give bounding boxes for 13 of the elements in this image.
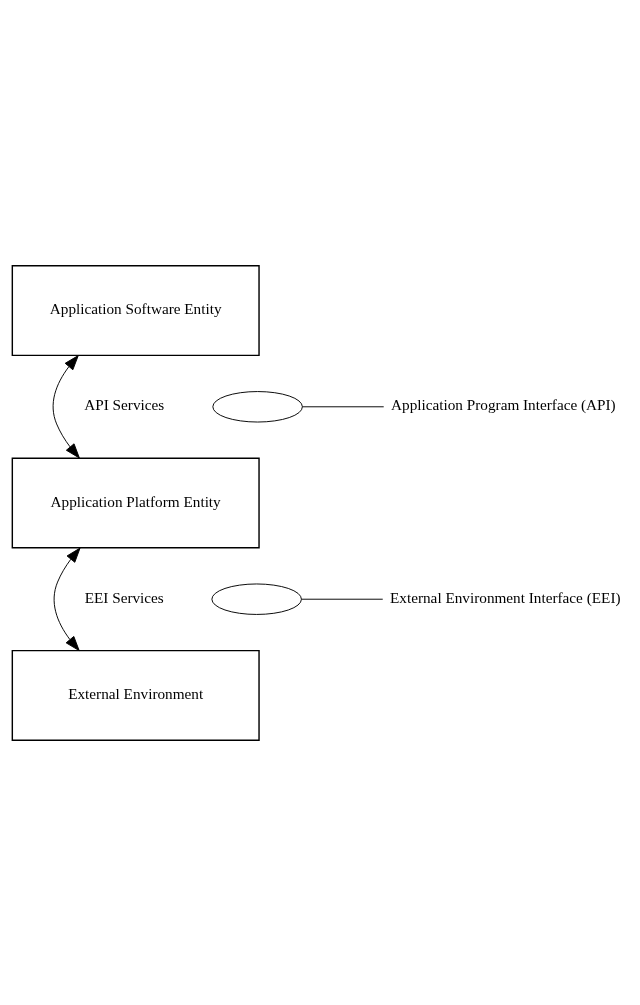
- node-text: Application Program Interface (API): [391, 395, 616, 413]
- node-box: Application Platform Entity: [11, 457, 260, 548]
- node-box: Application Software Entity: [11, 264, 260, 356]
- node-text: External Environment Interface (EEI): [390, 588, 621, 606]
- node-ellipse: [212, 390, 303, 422]
- arrow: [53, 547, 81, 651]
- arrow: [52, 354, 80, 458]
- node-box: External Environment: [11, 649, 260, 741]
- label: API Services: [84, 395, 165, 413]
- connector: [301, 598, 384, 600]
- connector: [302, 405, 385, 407]
- node-ellipse: [211, 583, 302, 615]
- label: EEI Services: [84, 588, 164, 606]
